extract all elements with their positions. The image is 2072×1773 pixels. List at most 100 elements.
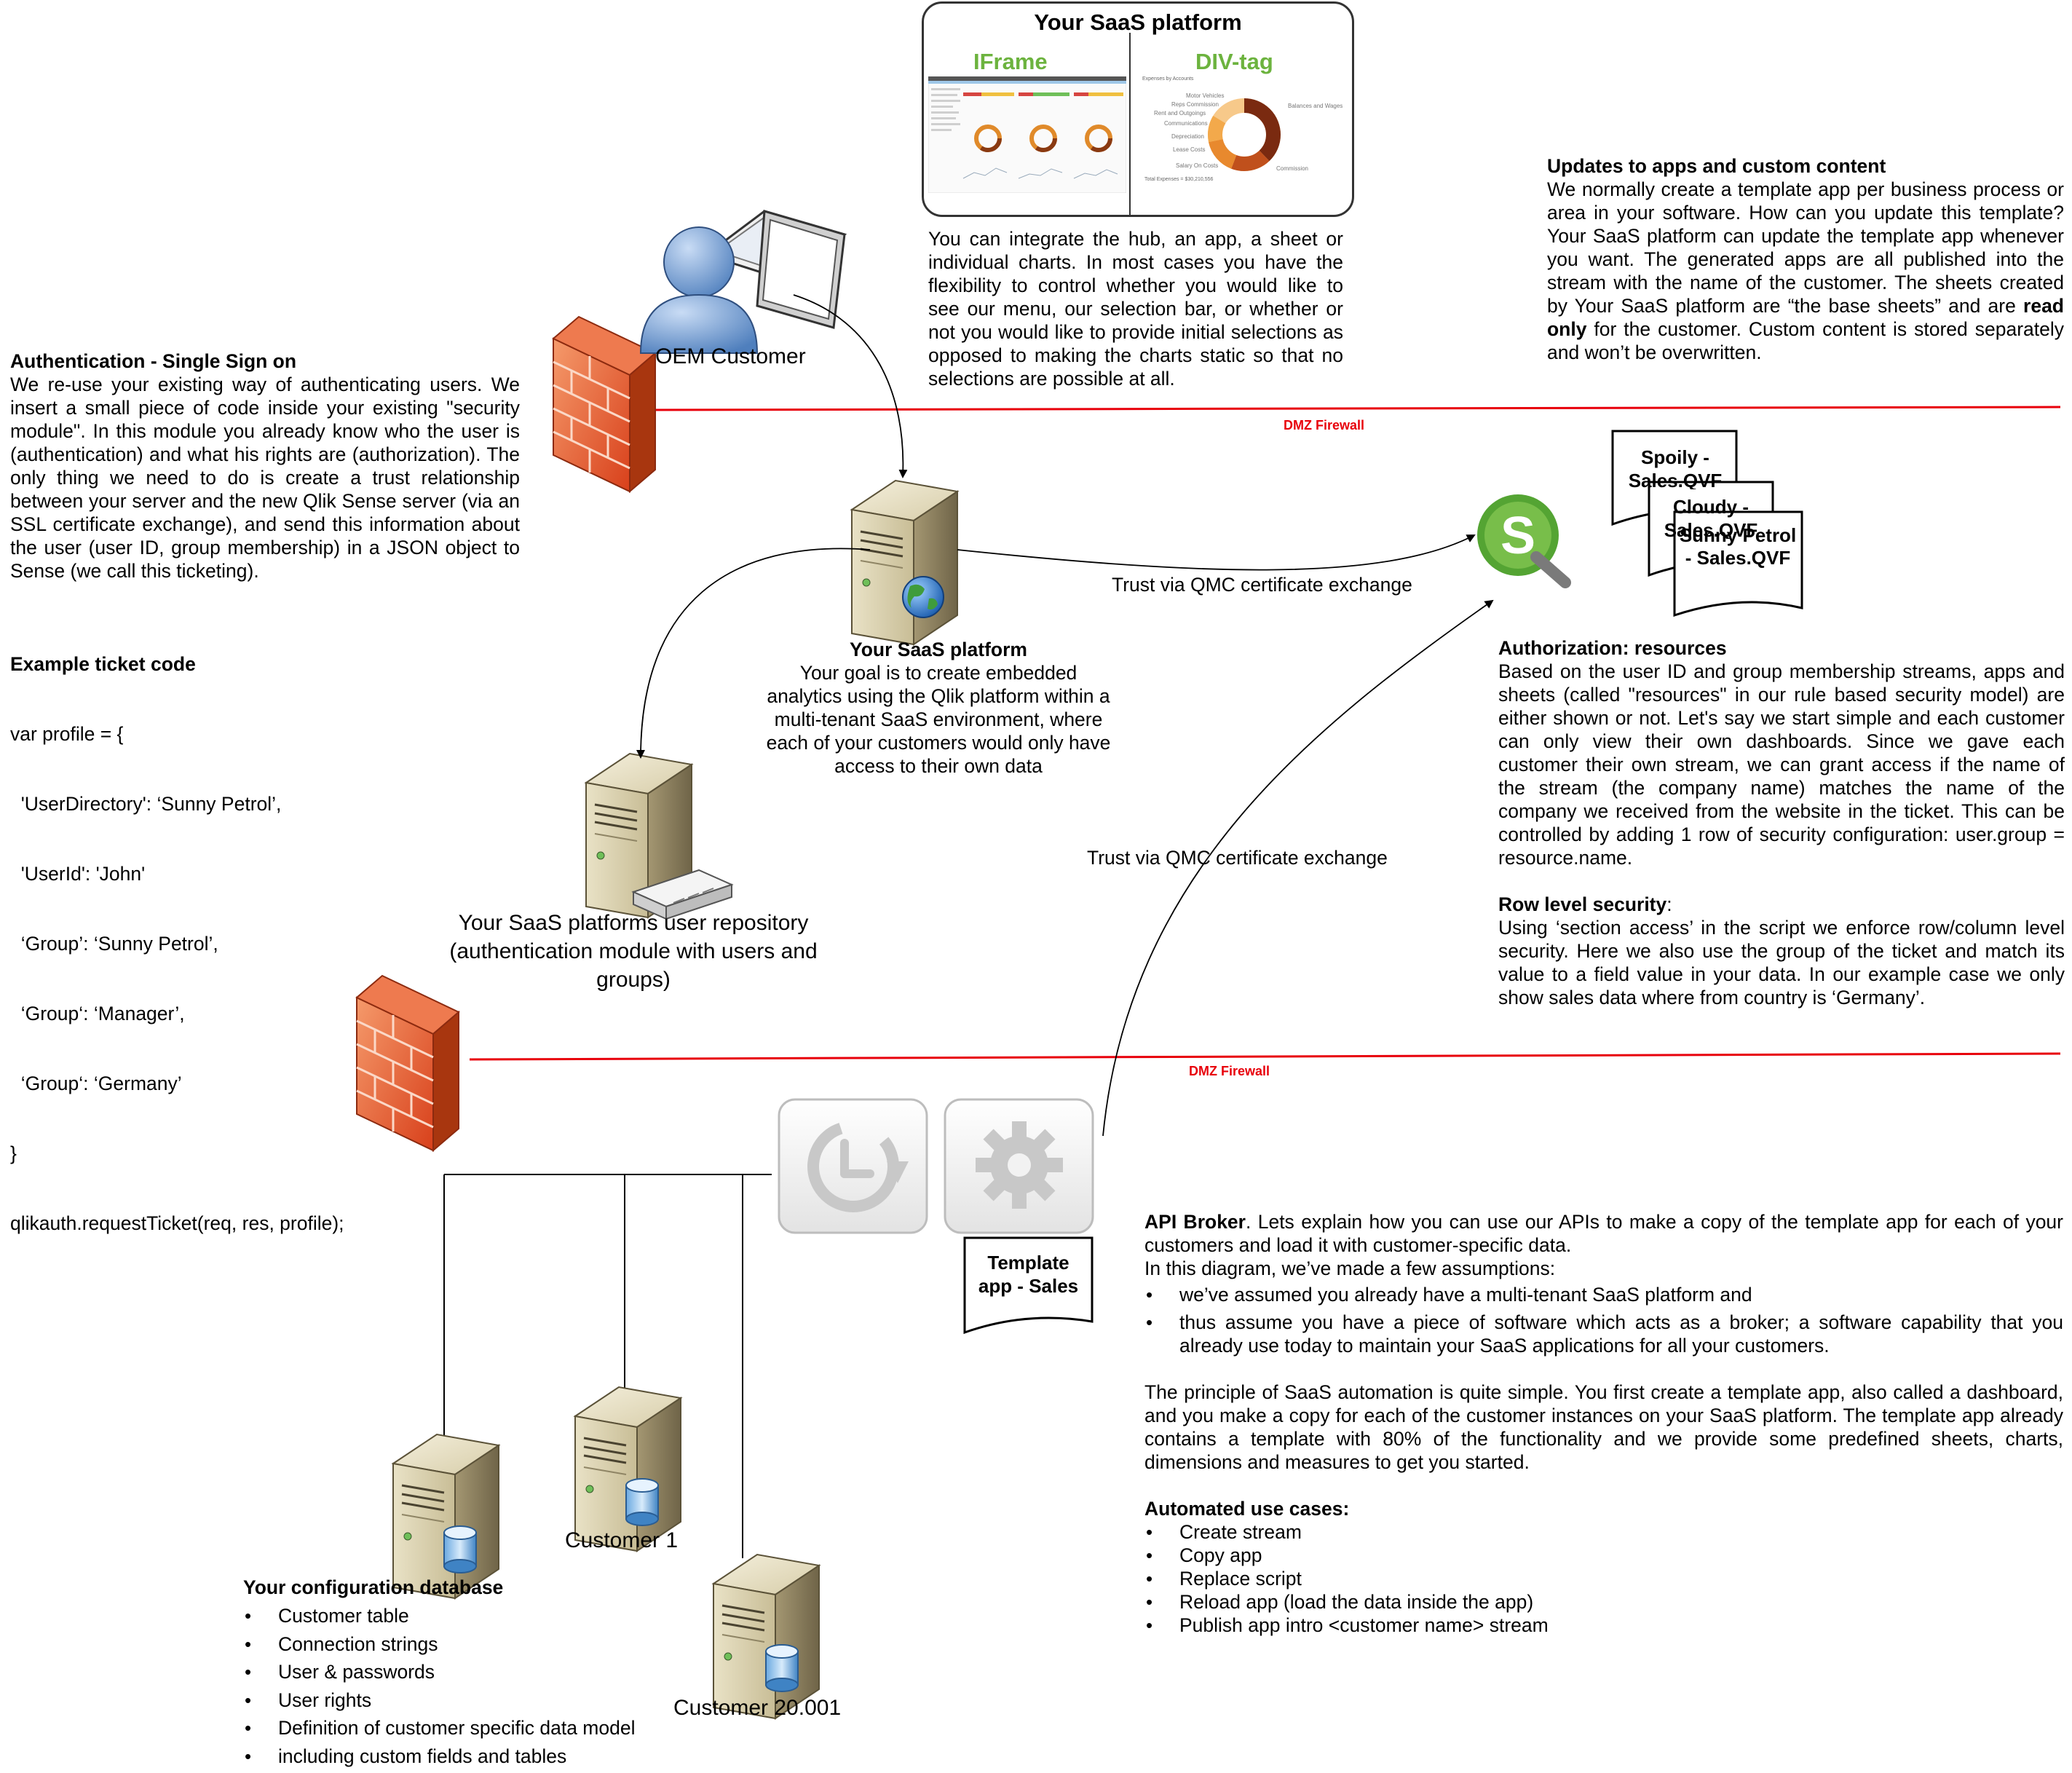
list-item: including custom fields and tables bbox=[245, 1742, 695, 1771]
qvf-document-stack bbox=[1611, 430, 1803, 617]
dmz-firewall-line-bottom bbox=[469, 1052, 2061, 1061]
platform-to-qlik-arrow bbox=[957, 534, 1476, 571]
qvf-doc-label-sunny: Sunny Petrol - Sales.QVF bbox=[1679, 524, 1797, 569]
rls-body: Using ‘section access’ in the script we … bbox=[1498, 917, 2065, 1008]
saas-platform-description: Your SaaS platform Your goal is to creat… bbox=[761, 638, 1116, 778]
rls-heading: Row level security bbox=[1498, 893, 1667, 915]
ticket-code-line: qlikauth.requestTicket(req, res, profile… bbox=[10, 1212, 344, 1234]
list-item: Reload app (load the data inside the app… bbox=[1146, 1590, 2063, 1614]
list-item: we’ve assumed you already have a multi-t… bbox=[1146, 1283, 2063, 1306]
rls-colon: : bbox=[1666, 893, 1672, 915]
row-level-security-title: Row level security: bbox=[1498, 893, 2065, 916]
template-app-document bbox=[963, 1236, 1094, 1335]
donut-label-8: Balances and Wages bbox=[1288, 103, 1343, 109]
list-item: User rights bbox=[245, 1686, 695, 1715]
customer-20001-label: Customer 20.001 bbox=[673, 1696, 842, 1720]
config-database-server-icon bbox=[392, 1433, 500, 1600]
ticket-code-line: ‘Group‘: ‘Manager’, bbox=[10, 1003, 185, 1024]
donut-label-9: Commission bbox=[1276, 165, 1309, 172]
auth-body: We re-use your existing way of authentic… bbox=[10, 374, 520, 582]
list-item: Customer table bbox=[245, 1602, 695, 1630]
oem-customer-icon bbox=[639, 210, 847, 354]
saas-box-title: Your SaaS platform bbox=[1034, 9, 1242, 35]
ticket-code-line: var profile = { bbox=[10, 723, 124, 745]
ticket-code-line: 'UserId': 'John' bbox=[10, 863, 146, 885]
div-tag-donut-chart bbox=[1208, 98, 1281, 171]
platform-to-repository-arrow bbox=[636, 548, 871, 759]
svg-text:S: S bbox=[1500, 507, 1535, 565]
customer-1-label: Customer 1 bbox=[565, 1528, 679, 1552]
template-app-label: Template app - Sales bbox=[978, 1252, 1079, 1297]
saas-platform-heading: Your SaaS platform bbox=[850, 639, 1027, 660]
updates-body-b: for the customer. Custom content is stor… bbox=[1547, 318, 2064, 363]
saas-box-divider bbox=[1129, 33, 1131, 215]
div-tag-label: DIV-tag bbox=[1195, 49, 1273, 74]
database-icon bbox=[443, 1525, 477, 1573]
donut-label-6: Lease Costs bbox=[1173, 146, 1206, 153]
ticket-code-line: 'UserDirectory': ‘Sunny Petrol’, bbox=[10, 793, 282, 815]
updates-heading: Updates to apps and custom content bbox=[1547, 155, 1886, 177]
api-broker-bullets: we’ve assumed you already have a multi-t… bbox=[1144, 1283, 2063, 1357]
list-item: Replace script bbox=[1146, 1567, 2063, 1590]
ticket-code-section: Example ticket code var profile = { 'Use… bbox=[10, 606, 520, 1258]
api-broker-principle: The principle of SaaS automation is quit… bbox=[1144, 1381, 2063, 1473]
database-icon bbox=[625, 1478, 659, 1526]
donut-label-4: Communications bbox=[1164, 120, 1208, 127]
ticket-code-line: } bbox=[10, 1142, 17, 1164]
iframe-label: IFrame bbox=[973, 49, 1048, 74]
qvf-doc-label-cloudy: Cloudy - Sales.QVF bbox=[1664, 496, 1758, 539]
api-broker-intro: API Broker. Lets explain how you can use… bbox=[1144, 1210, 2063, 1257]
donut-label-5: Depreciation bbox=[1171, 133, 1204, 140]
updates-body-a: We normally create a template app per bu… bbox=[1547, 178, 2064, 317]
donut-label-0: Expenses by Accounts bbox=[1142, 76, 1194, 82]
oem-customer-label: OEM Customer bbox=[655, 344, 806, 368]
qvf-doc-label-spoily: Spoily - Sales.QVF bbox=[1628, 446, 1723, 489]
dmz-firewall-label-top: DMZ Firewall bbox=[1284, 418, 1365, 433]
list-item: User & passwords bbox=[245, 1658, 695, 1686]
list-item: Create stream bbox=[1146, 1520, 2063, 1544]
authorization-section: Authorization: resources Based on the us… bbox=[1498, 636, 2065, 1009]
broker-bus-lines bbox=[443, 1174, 772, 1558]
gear-icon[interactable] bbox=[944, 1098, 1094, 1234]
list-item: Connection strings bbox=[245, 1630, 695, 1659]
oem-to-platform-arrow bbox=[793, 294, 908, 478]
customer-1-server-icon bbox=[574, 1386, 682, 1552]
iframe-dashboard-thumbnail bbox=[928, 76, 1126, 193]
api-broker-intro-text: . Lets explain how you can use our APIs … bbox=[1144, 1211, 2063, 1256]
updates-body-bold: read only bbox=[1547, 295, 2064, 340]
database-icon bbox=[765, 1644, 799, 1692]
auth-heading: Authentication - Single Sign on bbox=[10, 350, 297, 372]
list-item: Copy app bbox=[1146, 1544, 2063, 1567]
trust-label-upper: Trust via QMC certificate exchange bbox=[1112, 574, 1412, 596]
list-item: thus assume you have a piece of software… bbox=[1146, 1311, 2063, 1357]
trust-label-lower: Trust via QMC certificate exchange bbox=[1087, 847, 1388, 869]
ticket-code-heading: Example ticket code bbox=[10, 653, 196, 675]
dmz-firewall-line-top bbox=[647, 406, 2061, 411]
use-cases-list: Create stream Copy app Replace script Re… bbox=[1144, 1520, 2063, 1637]
ticket-code-line: ‘Group’: ‘Sunny Petrol’, bbox=[10, 933, 218, 955]
authentication-section: Authentication - Single Sign on We re-us… bbox=[10, 350, 520, 583]
dmz-firewall-label-bottom: DMZ Firewall bbox=[1189, 1064, 1270, 1078]
network-switch-icon bbox=[631, 869, 734, 920]
donut-label-2: Reps Commission bbox=[1171, 101, 1219, 108]
reload-scheduler-icon[interactable] bbox=[778, 1098, 928, 1234]
updates-body: We normally create a template app per bu… bbox=[1547, 178, 2064, 364]
saas-platform-body: Your goal is to create embedded analytic… bbox=[766, 662, 1111, 777]
broker-to-qlik-arrow bbox=[1102, 599, 1494, 1137]
donut-label-1: Motor Vehicles bbox=[1186, 92, 1225, 99]
api-broker-heading: API Broker bbox=[1144, 1211, 1246, 1233]
firewall-icon-top bbox=[552, 315, 657, 493]
api-broker-section: API Broker. Lets explain how you can use… bbox=[1144, 1210, 2063, 1637]
use-cases-heading: Automated use cases: bbox=[1144, 1498, 1350, 1520]
donut-label-3: Rent and Outgoings bbox=[1154, 110, 1206, 117]
integrate-description: You can integrate the hub, an app, a she… bbox=[928, 228, 1343, 390]
donut-label-10: Total Expenses = $30,210,556 bbox=[1144, 177, 1214, 182]
config-database-section: Your configuration database Customer tab… bbox=[243, 1576, 695, 1770]
api-broker-assumptions: In this diagram, we’ve made a few assump… bbox=[1144, 1257, 1556, 1279]
authorization-heading: Authorization: resources bbox=[1498, 637, 1727, 659]
saas-platform-server-icon bbox=[850, 479, 959, 646]
globe-icon bbox=[902, 576, 944, 618]
donut-label-7: Salary On Costs bbox=[1176, 162, 1219, 169]
config-db-list: Customer table Connection strings User &… bbox=[243, 1602, 695, 1770]
